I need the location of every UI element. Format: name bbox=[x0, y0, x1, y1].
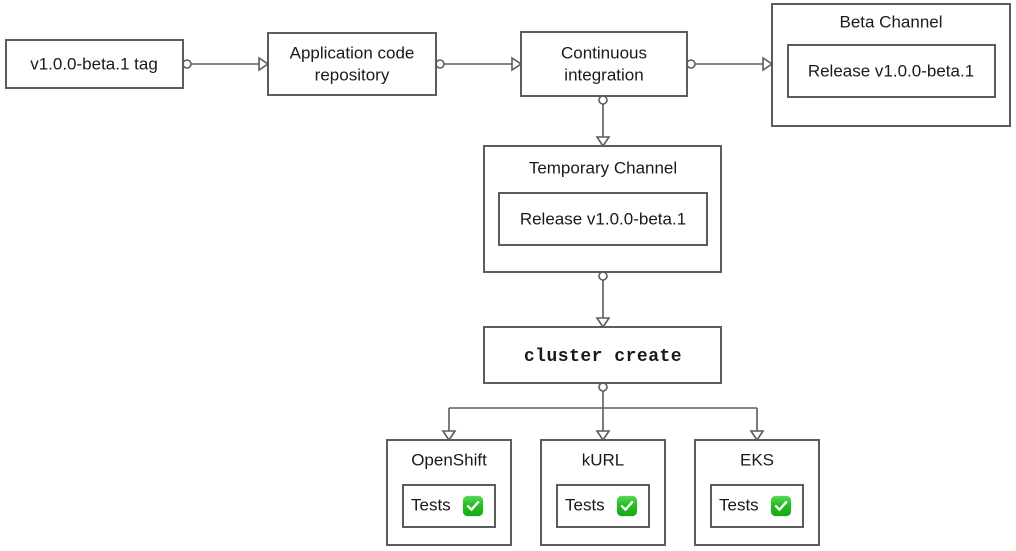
node-beta-channel-title: Beta Channel bbox=[839, 12, 942, 31]
node-temporary-channel-release-label: Release v1.0.0-beta.1 bbox=[520, 209, 686, 228]
edge-source-dot bbox=[598, 95, 608, 105]
node-cluster-create[interactable]: cluster create bbox=[483, 326, 722, 384]
arrow-head-icon bbox=[749, 430, 765, 442]
node-beta-channel-release-label: Release v1.0.0-beta.1 bbox=[808, 61, 974, 80]
node-tag-box bbox=[5, 39, 184, 89]
node-eks-tests-label: Tests bbox=[719, 495, 759, 514]
node-beta-channel[interactable]: Beta Channel Release v1.0.0-beta.1 bbox=[771, 3, 1011, 127]
edge-source-dot bbox=[686, 59, 696, 69]
arrow-head-icon bbox=[511, 56, 523, 72]
node-eks-tests-box[interactable] bbox=[710, 484, 804, 528]
node-continuous-integration[interactable]: Continuous integration bbox=[520, 31, 688, 97]
arrow-head-icon bbox=[258, 56, 270, 72]
node-openshift-tests-label: Tests bbox=[411, 495, 451, 514]
edge-source-dot bbox=[182, 59, 192, 69]
node-temporary-channel-title: Temporary Channel bbox=[529, 158, 677, 177]
node-app-code-repository-box bbox=[267, 32, 437, 96]
edge-line bbox=[448, 391, 758, 431]
openshift-status-check-icon bbox=[462, 495, 484, 517]
edge-tag-to-repo bbox=[182, 56, 270, 72]
node-eks[interactable]: EKS Tests bbox=[694, 439, 820, 546]
arrow-head-icon bbox=[595, 317, 611, 329]
arrow-head-icon bbox=[762, 56, 774, 72]
node-continuous-integration-label-line2: integration bbox=[564, 65, 643, 84]
node-openshift[interactable]: OpenShift Tests bbox=[386, 439, 512, 546]
node-kurl-tests-label: Tests bbox=[565, 495, 605, 514]
eks-status-check-icon bbox=[770, 495, 792, 517]
node-kurl[interactable]: kURL Tests bbox=[540, 439, 666, 546]
node-temporary-channel[interactable]: Temporary Channel Release v1.0.0-beta.1 bbox=[483, 145, 722, 273]
node-continuous-integration-label-line1: Continuous bbox=[561, 43, 647, 62]
kurl-status-check-icon bbox=[616, 495, 638, 517]
edge-repo-to-ci bbox=[435, 56, 523, 72]
node-cluster-create-label: cluster create bbox=[524, 347, 682, 367]
edge-cluster-create-fanout bbox=[441, 382, 765, 442]
node-app-code-repository[interactable]: Application code repository bbox=[267, 32, 437, 96]
edge-ci-to-beta-channel bbox=[686, 56, 774, 72]
arrow-head-icon bbox=[441, 430, 457, 442]
node-tag[interactable]: v1.0.0-beta.1 tag bbox=[5, 39, 184, 89]
node-openshift-title: OpenShift bbox=[411, 450, 487, 469]
edge-temporary-channel-to-cluster-create bbox=[595, 271, 611, 329]
node-eks-title: EKS bbox=[740, 450, 774, 469]
edge-source-dot bbox=[598, 382, 608, 392]
arrow-head-icon bbox=[595, 430, 611, 442]
node-continuous-integration-box bbox=[520, 31, 688, 97]
node-app-code-repository-label-line2: repository bbox=[315, 65, 390, 84]
edge-ci-to-temporary-channel bbox=[595, 95, 611, 148]
node-cluster-create-box bbox=[483, 326, 722, 384]
node-kurl-title: kURL bbox=[582, 450, 625, 469]
edge-source-dot bbox=[435, 59, 445, 69]
arrow-head-icon bbox=[595, 136, 611, 148]
node-tag-label: v1.0.0-beta.1 tag bbox=[30, 54, 158, 73]
node-temporary-channel-release-box[interactable] bbox=[498, 192, 708, 246]
edge-source-dot bbox=[598, 271, 608, 281]
node-beta-channel-release-box[interactable] bbox=[787, 44, 996, 98]
node-app-code-repository-label-line1: Application code bbox=[290, 43, 415, 62]
